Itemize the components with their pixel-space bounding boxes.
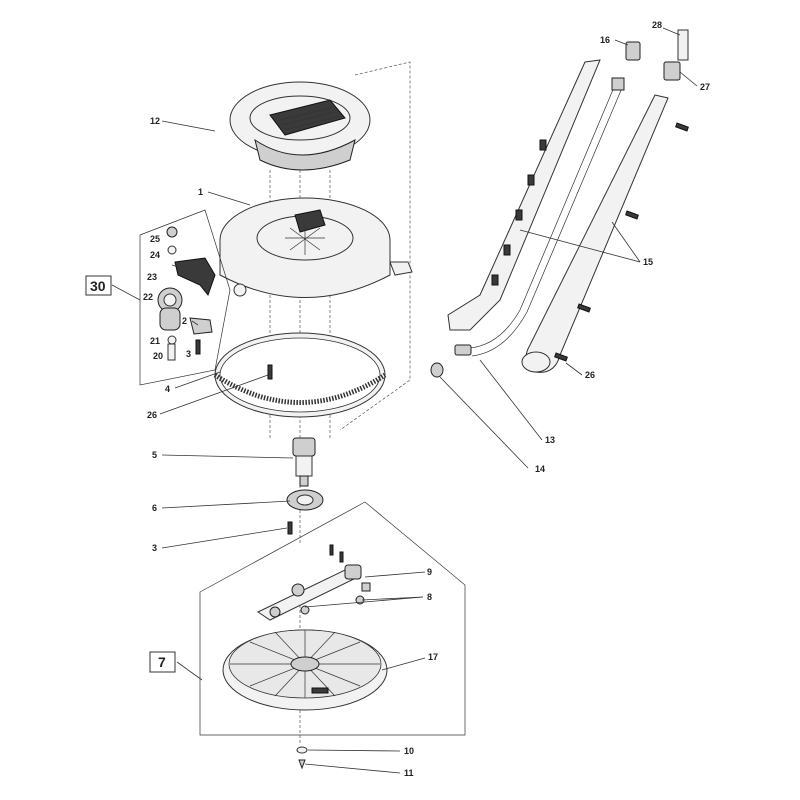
part-1-housing [219, 197, 413, 298]
callout-25: 25 [150, 234, 160, 244]
fittings-16-27-28 [625, 29, 689, 81]
svg-text:30: 30 [90, 278, 106, 294]
callout-5: 5 [152, 450, 157, 460]
wheel-parts [157, 226, 216, 361]
callout-3-lower: 3 [152, 543, 157, 553]
washer-10 [296, 746, 308, 754]
callout-26-right: 26 [585, 370, 595, 380]
part-4-belt-ring [213, 332, 387, 418]
callout-12: 12 [150, 116, 160, 126]
leader-lines [111, 27, 698, 774]
screw-11 [298, 759, 306, 770]
part-12-top-cover [229, 81, 371, 171]
screw-3 [287, 521, 293, 535]
callout-27: 27 [700, 82, 710, 92]
part-15-handle-tubes [447, 59, 669, 373]
callout-9: 9 [427, 567, 432, 577]
callout-28: 28 [652, 20, 662, 30]
callout-23: 23 [147, 272, 157, 282]
subassembly-30-box [139, 209, 231, 386]
boxed-callout-30: 30 [85, 275, 112, 296]
tube-screws [554, 122, 689, 362]
callout-26-left: 26 [147, 410, 157, 420]
callout-6: 6 [152, 503, 157, 513]
callout-24: 24 [150, 250, 160, 260]
callout-1: 1 [198, 187, 203, 197]
callout-21: 21 [150, 336, 160, 346]
washer-14 [430, 362, 444, 378]
callout-15: 15 [643, 257, 653, 267]
callout-16: 16 [600, 35, 610, 45]
callout-11: 11 [404, 768, 414, 778]
subassembly-7-box [199, 501, 466, 736]
callout-17: 17 [428, 652, 438, 662]
boxed-callout-7: 7 [149, 651, 176, 673]
callout-3-upper: 3 [186, 349, 191, 359]
part-5-coupling [292, 437, 316, 487]
callout-labels: 12 1 25 24 23 22 2 21 20 3 4 26 5 6 3 9 … [143, 20, 710, 778]
spray-arm [256, 544, 371, 621]
callout-20: 20 [153, 351, 163, 361]
callout-13: 13 [545, 435, 555, 445]
part-6-bracket [286, 489, 324, 511]
callout-4: 4 [165, 384, 170, 394]
callout-8: 8 [427, 592, 432, 602]
part-13-wand [454, 77, 625, 357]
part-17-base-plate [222, 629, 388, 711]
callout-22: 22 [143, 292, 153, 302]
svg-text:7: 7 [158, 654, 166, 670]
callout-14: 14 [535, 464, 545, 474]
screw-26 [267, 364, 273, 380]
callout-10: 10 [404, 746, 414, 756]
callout-2: 2 [182, 316, 187, 326]
